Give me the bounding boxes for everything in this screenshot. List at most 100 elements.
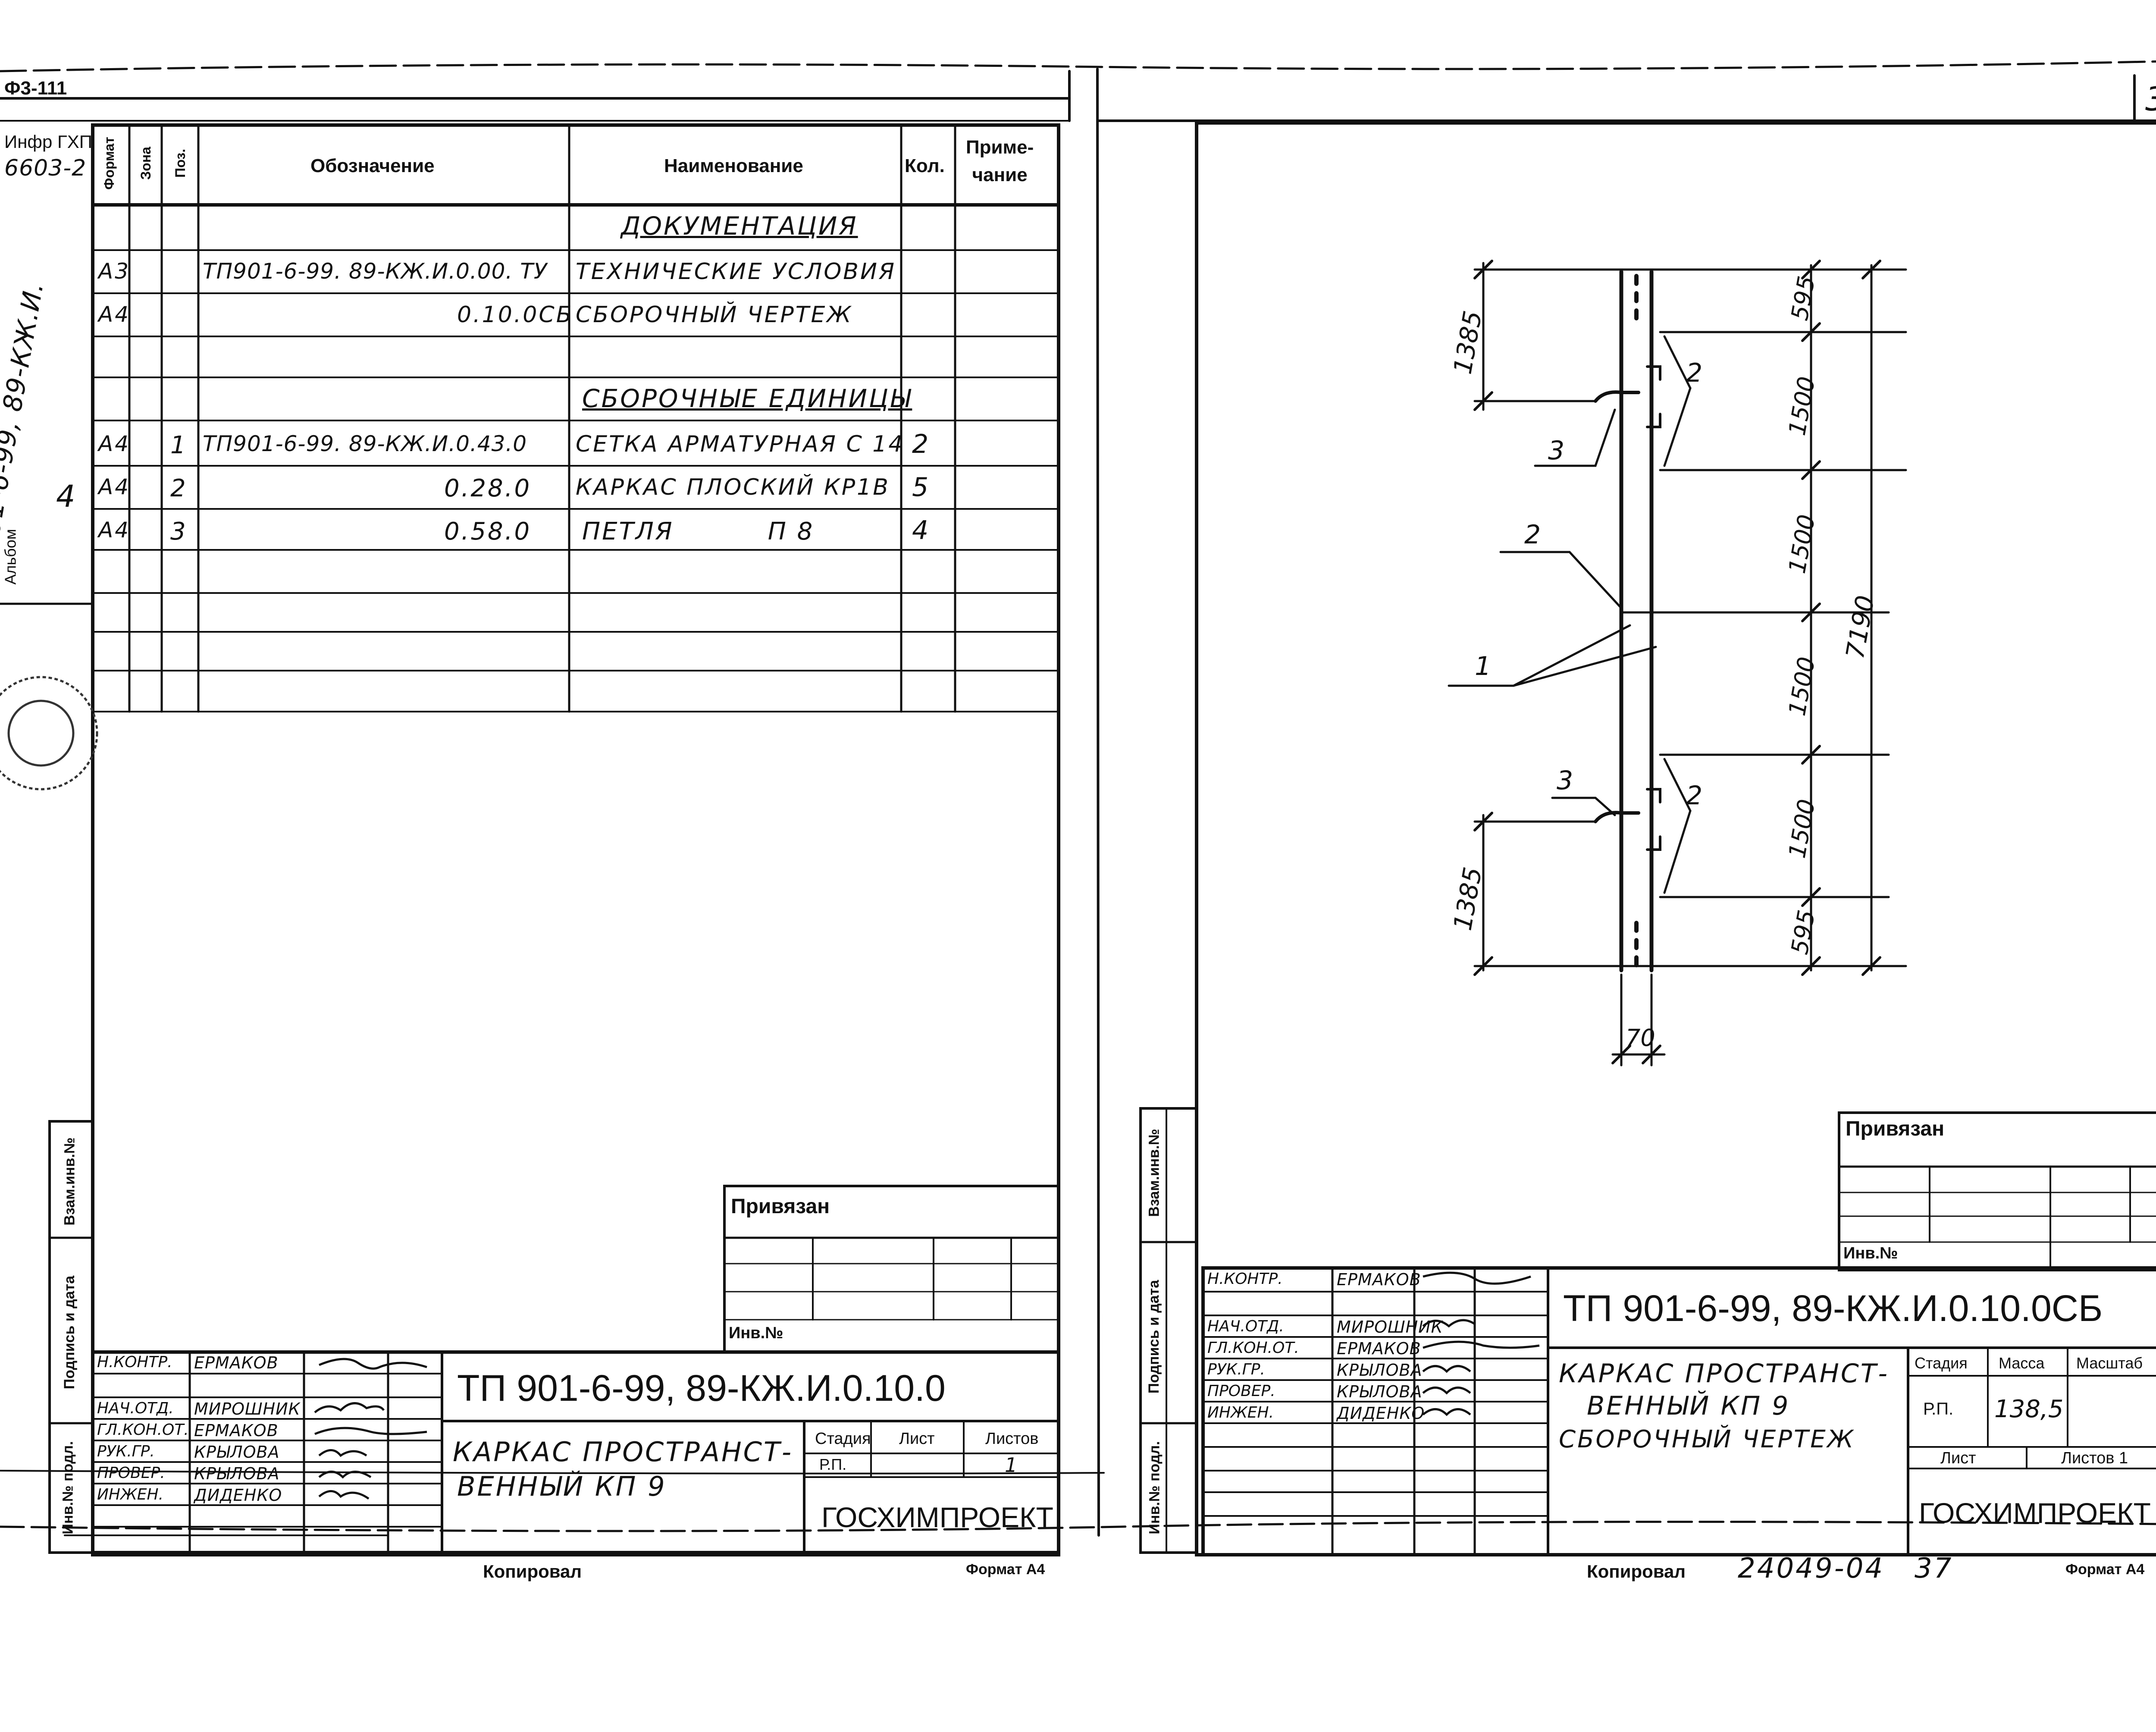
col-format: Формат (101, 137, 117, 190)
org-name: ГОСХИМПРОЕКТ (1919, 1497, 2151, 1529)
row-format: А4 (98, 518, 131, 543)
attached-label: Привязан (1846, 1117, 1945, 1140)
staff-name: КРЫЛОВА (1337, 1382, 1423, 1401)
stage-value: Р.П. (1923, 1399, 1954, 1418)
row-format: А4 (98, 474, 131, 499)
section-documents: ДОКУМЕНТАЦИЯ (621, 211, 858, 241)
doc-code: ТП 901-6-99, 89-КЖ.И.0.10.0 (457, 1368, 946, 1409)
side-replaced: Взам.инв.№ (1146, 1129, 1163, 1217)
col-zone: Зона (138, 147, 154, 180)
staff-role: НАЧ.ОТД. (1207, 1318, 1284, 1335)
sheets-label: Листов (985, 1430, 1039, 1448)
side-replaced: Взам.инв.№ (61, 1137, 78, 1226)
scale-label: Масштаб (2076, 1354, 2143, 1372)
staff-role: ПРОВЕР. (97, 1464, 165, 1482)
order-number: 24049-04 (1738, 1553, 1885, 1585)
title-line3: СБОРОЧНЫЙ ЧЕРТЕЖ (1559, 1425, 1855, 1453)
stage-label: Стадия (1915, 1354, 1968, 1372)
corner-code: Ф3-111 (4, 78, 67, 99)
staff-name: МИРОШНИК (194, 1399, 301, 1418)
stage-value: Р.П. (819, 1456, 847, 1473)
staff-name: ДИДЕНКО (1337, 1404, 1425, 1423)
stamp-seal (0, 676, 98, 791)
row-designation: ТП901-6-99. 89-КЖ.И.0.00. ТУ (203, 259, 548, 284)
staff-role: ГЛ.КОН.ОТ. (97, 1421, 189, 1439)
col-qty: Кол. (905, 155, 945, 176)
staff-name: МИРОШНИК (1337, 1318, 1443, 1337)
org-name: ГОСХИМПРОЕКТ (821, 1501, 1053, 1533)
staff-role: РУК.ГР. (97, 1443, 155, 1460)
sheet-label: Лист (1940, 1449, 1976, 1467)
row-format: А4 (98, 431, 131, 456)
mass-value: 138,5 (1994, 1395, 2064, 1423)
staff-name: ДИДЕНКО (194, 1486, 282, 1505)
row-qty: 2 (912, 429, 931, 459)
title-line1: КАРКАС ПРОСТРАНСТ- (453, 1436, 793, 1468)
side-signed: Подпись и дата (61, 1275, 78, 1390)
row-name: КАРКАС ПЛОСКИЙ КР1В (576, 474, 890, 500)
callout-1: 1 (1475, 651, 1493, 681)
staff-role: ИНЖЕН. (1207, 1404, 1274, 1421)
row-pos: 1 (170, 431, 188, 459)
side-inv: Инв.№ подл. (60, 1441, 76, 1534)
col-designation: Обозначение (310, 155, 435, 176)
cage-elevation (1448, 260, 1907, 1067)
side-signed: Подпись и дата (1146, 1280, 1163, 1394)
callout-2: 2 (1524, 520, 1543, 550)
staff-role: Н.КОНТР. (97, 1353, 172, 1371)
row-name: ПЕТЛЯ П 8 (582, 518, 815, 546)
attached-label: Привязан (731, 1195, 830, 1218)
title-line2: ВЕННЫЙ КП 9 (1587, 1391, 1790, 1421)
row-pos: 3 (170, 518, 188, 546)
sheet-label: Лист (899, 1430, 935, 1448)
staff-name: ЕРМАКОВ (194, 1353, 279, 1372)
callout-2: 2 (1686, 781, 1705, 811)
copy-sheet: 37 (1915, 1553, 1953, 1585)
callout-3: 3 (1548, 436, 1567, 466)
copied-label: Копировал (483, 1561, 582, 1581)
staff-role: ИНЖЕН. (97, 1486, 164, 1503)
row-name: ТЕХНИЧЕСКИЕ УСЛОВИЯ (576, 259, 896, 285)
row-qty: 5 (912, 472, 931, 502)
row-name: СЕТКА АРМАТУРНАЯ С 14 (576, 431, 905, 457)
row-pos: 2 (170, 474, 188, 502)
staff-name: КРЫЛОВА (194, 1464, 280, 1483)
sheets-label: Листов 1 (2061, 1449, 2128, 1467)
callout-2: 2 (1686, 358, 1705, 388)
section-assemblies: СБОРОЧНЫЕ ЕДИНИЦЫ (582, 384, 912, 413)
attached-inv: Инв.№ (1843, 1244, 1898, 1262)
staff-name: ЕРМАКОВ (1337, 1339, 1421, 1358)
title-line1: КАРКАС ПРОСТРАНСТ- (1559, 1359, 1890, 1389)
staff-role: Н.КОНТР. (1207, 1270, 1283, 1288)
format-label: Формат А4 (2065, 1561, 2145, 1578)
side-inv: Инв.№ подл. (1146, 1441, 1163, 1534)
dim-70: 70 (1626, 1024, 1655, 1051)
sheets-value: 1 (1005, 1453, 1019, 1477)
album-label: Альбом (1, 529, 19, 585)
copied-label: Копировал (1587, 1561, 1686, 1581)
col-pos: Поз. (172, 149, 188, 178)
staff-name: КРЫЛОВА (1337, 1361, 1423, 1380)
staff-role: ГЛ.КОН.ОТ. (1207, 1339, 1299, 1357)
album-header: Инфр ГХП (4, 132, 92, 152)
row-designation: 0.10.0СБ (457, 302, 573, 328)
row-designation: 0.58.0 (444, 518, 532, 546)
stage-label: Стадия (815, 1430, 871, 1448)
page-number: 36 (2145, 80, 2156, 118)
staff-name: ЕРМАКОВ (194, 1421, 279, 1440)
row-qty: 4 (912, 515, 931, 546)
row-designation: ТП901-6-99. 89-КЖ.И.0.43.0 (203, 431, 527, 456)
row-format: А3 (98, 259, 131, 284)
format-label: Формат А4 (966, 1561, 1045, 1578)
callout-3: 3 (1557, 766, 1575, 796)
col-note: Приме- чание (966, 137, 1034, 185)
row-format: А4 (98, 302, 131, 327)
album-number: 4 (56, 479, 77, 514)
col-name: Наименование (664, 155, 803, 176)
doc-code: ТП 901-6-99, 89-КЖ.И.0.10.0СБ (1563, 1288, 2103, 1329)
album-code: 6603-2 (4, 155, 87, 181)
staff-name: КРЫЛОВА (194, 1443, 280, 1462)
staff-name: ЕРМАКОВ (1337, 1270, 1421, 1289)
row-name: СБОРОЧНЫЙ ЧЕРТЕЖ (576, 302, 853, 328)
